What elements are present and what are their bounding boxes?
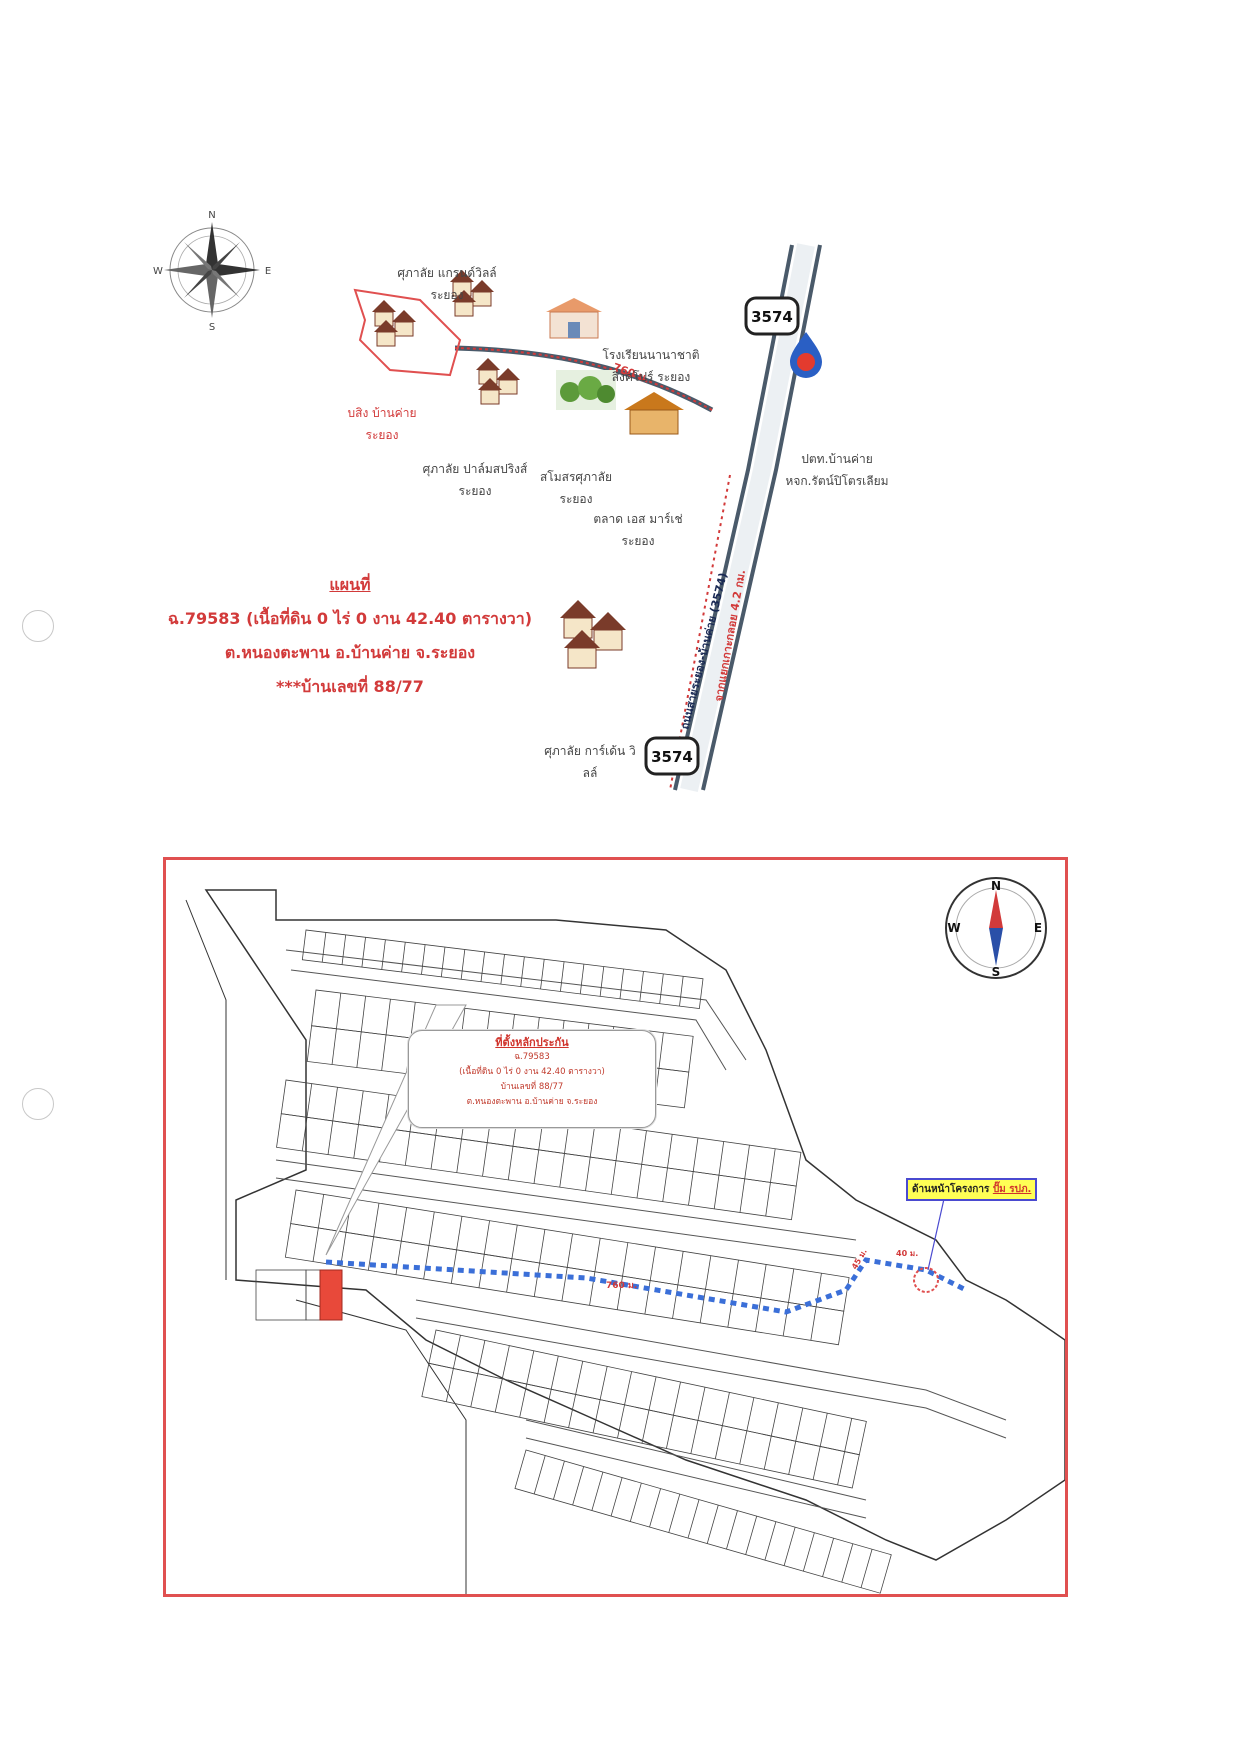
callout-line-4: ต.หนองตะพาน อ.บ้านค่าย จ.ระยอง — [466, 1097, 598, 1107]
gas-station-icon — [790, 332, 822, 378]
compass-dial-s: S — [992, 965, 1001, 979]
compass-dial-e: E — [1034, 921, 1042, 935]
deed-line: ฉ.79583 (เนื้อที่ดิน 0 ไร่ 0 งาน 42.40 ต… — [167, 609, 533, 628]
punch-hole-top — [22, 610, 54, 642]
route-shield-top — [744, 296, 800, 336]
compass-dial-n: N — [991, 879, 1001, 893]
callout-heading: ที่ตั้งหลักประกัน — [495, 1036, 569, 1049]
label-target: บสิง บ้านค่าย ระยอง — [347, 406, 417, 442]
compass-rose-icon — [164, 222, 260, 318]
compass-dial-icon — [945, 877, 1047, 979]
project-front-text: ด้านหน้าโครงการ — [912, 1184, 993, 1195]
callout-line-2: (เนื้อที่ดิน 0 ไร่ 0 งาน 42.40 ตารางวา) — [459, 1067, 605, 1077]
market-icon — [624, 392, 684, 435]
dist-760: 760 ม. — [606, 1281, 637, 1291]
entrance-marker — [913, 1267, 939, 1293]
house-cluster-icon-palmspring — [476, 358, 520, 405]
collateral-plot — [319, 1269, 343, 1321]
house-cluster-icon-gardenville — [560, 600, 626, 669]
label-gardenville: ศุภาลัย การ์เด้น วิลล์ — [544, 744, 636, 780]
house-cluster-icon-target — [372, 300, 416, 347]
label-palmspring: ศุภาลัย ปาล์มสปริงส์ ระยอง — [422, 462, 528, 498]
route-label-top: 3574 — [751, 308, 793, 326]
target-parcel — [353, 288, 462, 377]
compass-s: S — [209, 322, 215, 333]
label-school: โรงเรียนนานาชาติ สิงคโปร์ ระยอง — [602, 348, 700, 384]
compass-n: N — [208, 210, 215, 221]
label-park: สโมสรศุภาลัย ระยอง — [539, 470, 613, 506]
route-label-bottom: 3574 — [651, 748, 693, 766]
compass-w: W — [153, 266, 163, 277]
subdivision-plan-frame — [163, 857, 1068, 1597]
callout-line-3: บ้านเลขที่ 88/77 — [500, 1082, 564, 1092]
park-icon — [556, 370, 616, 410]
label-market: ตลาด เอส มาร์เช่ ระยอง — [593, 512, 683, 548]
project-front-highlight: ปั๊ม รปภ. — [992, 1184, 1032, 1195]
route-path — [325, 1257, 968, 1315]
house-number: ***บ้านเลขที่ 88/77 — [276, 677, 424, 696]
dist-40: 40 ม. — [896, 1249, 918, 1258]
map-title-block: แผนที่ ฉ.79583 (เนื้อที่ดิน 0 ไร่ 0 งาน … — [140, 568, 560, 704]
label-grandville: ศุภาลัย แกรนด์วิลล์ ระยอง — [397, 266, 497, 302]
house-cluster-icon-grandville — [450, 270, 494, 317]
map-heading: แผนที่ — [329, 575, 371, 594]
label-gas: ปตท.บ้านค่าย หจก.รัตน์ปิโตรเลียม — [785, 452, 889, 488]
location-line: ต.หนองตะพาน อ.บ้านค่าย จ.ระยอง — [224, 643, 476, 662]
school-icon — [546, 298, 602, 339]
collateral-callout: ที่ตั้งหลักประกัน ฉ.79583 (เนื้อที่ดิน 0… — [408, 1030, 656, 1128]
route-map: N S E W 3574 3574 760 ม. ถนนสายระยอง-บ้า… — [153, 210, 822, 793]
route-shield-bottom — [644, 736, 700, 776]
compass-e: E — [265, 266, 271, 277]
callout-line-1: ฉ.79583 — [514, 1052, 550, 1062]
subdivision-plan: 760 ม. 45 ม. 40 ม. N S E W — [185, 877, 1065, 1594]
punch-hole-bottom — [22, 1088, 54, 1120]
compass-dial-w: W — [947, 921, 960, 935]
project-front-label: ด้านหน้าโครงการ ปั๊ม รปภ. — [906, 1178, 1038, 1201]
